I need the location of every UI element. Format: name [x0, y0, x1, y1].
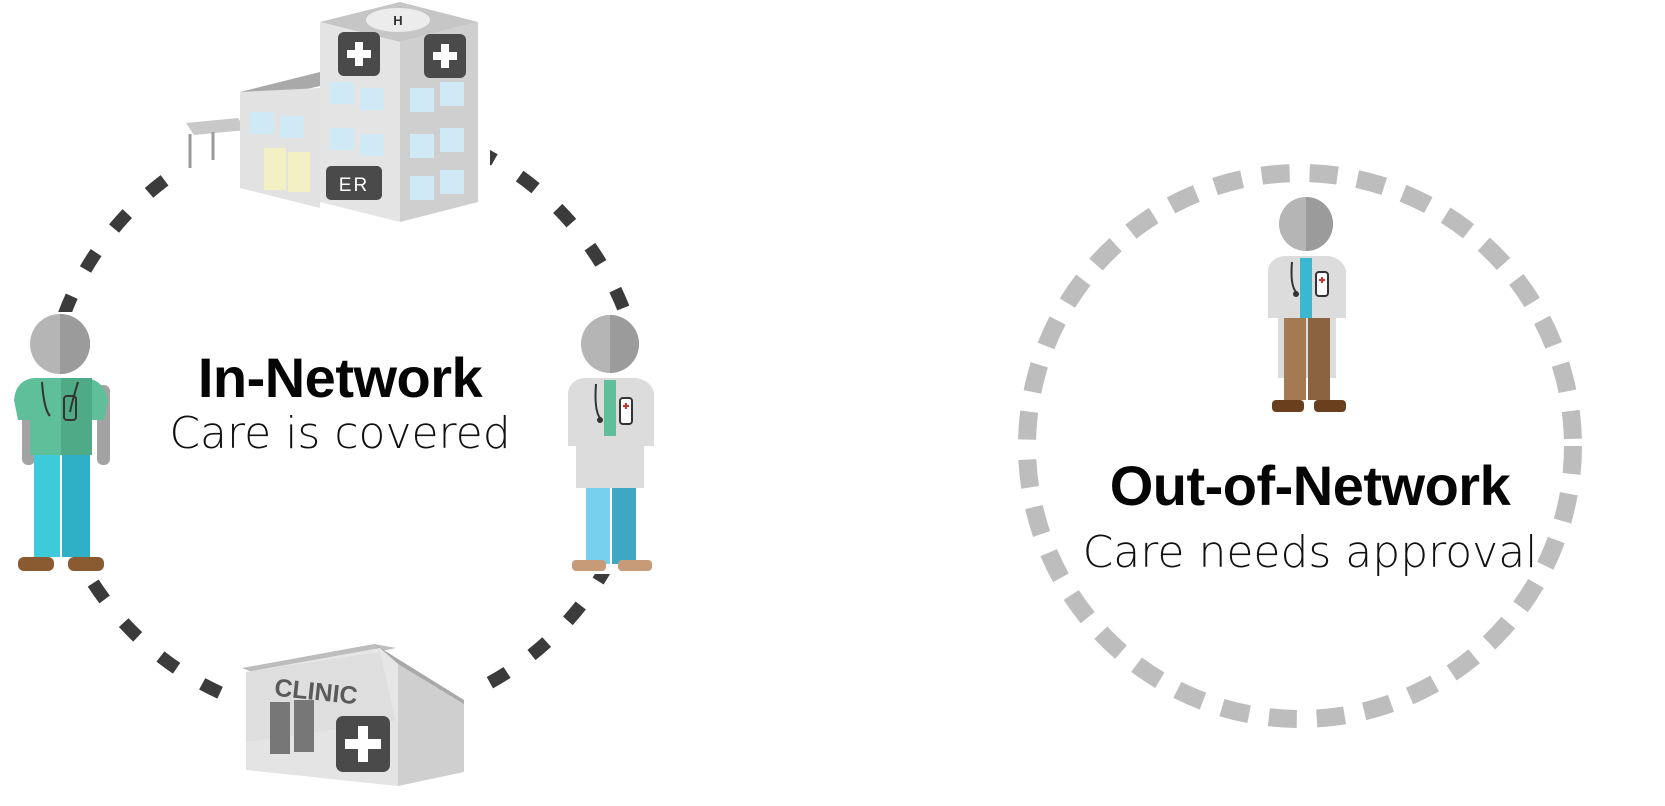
in-network-subtitle: Care is covered — [169, 408, 511, 459]
er-sign: ER — [339, 175, 369, 196]
in-network-title: In-Network — [197, 346, 483, 409]
doctor-icon — [555, 312, 665, 574]
out-network-subtitle: Care needs approval — [1082, 527, 1538, 578]
clinic-icon: CLINIC — [232, 640, 472, 790]
out-network-ring — [1018, 164, 1582, 728]
nurse-icon — [0, 312, 125, 571]
in-network-label: In-Network Care is covered — [140, 350, 540, 463]
out-network-label: Out-of-Network Care needs approval — [1080, 458, 1540, 584]
hospital-icon: H ER — [170, 0, 490, 230]
out-network-title: Out-of-Network — [1109, 454, 1511, 517]
doctor-out-icon — [1268, 197, 1346, 412]
hospital-roof-mark: H — [393, 13, 402, 28]
